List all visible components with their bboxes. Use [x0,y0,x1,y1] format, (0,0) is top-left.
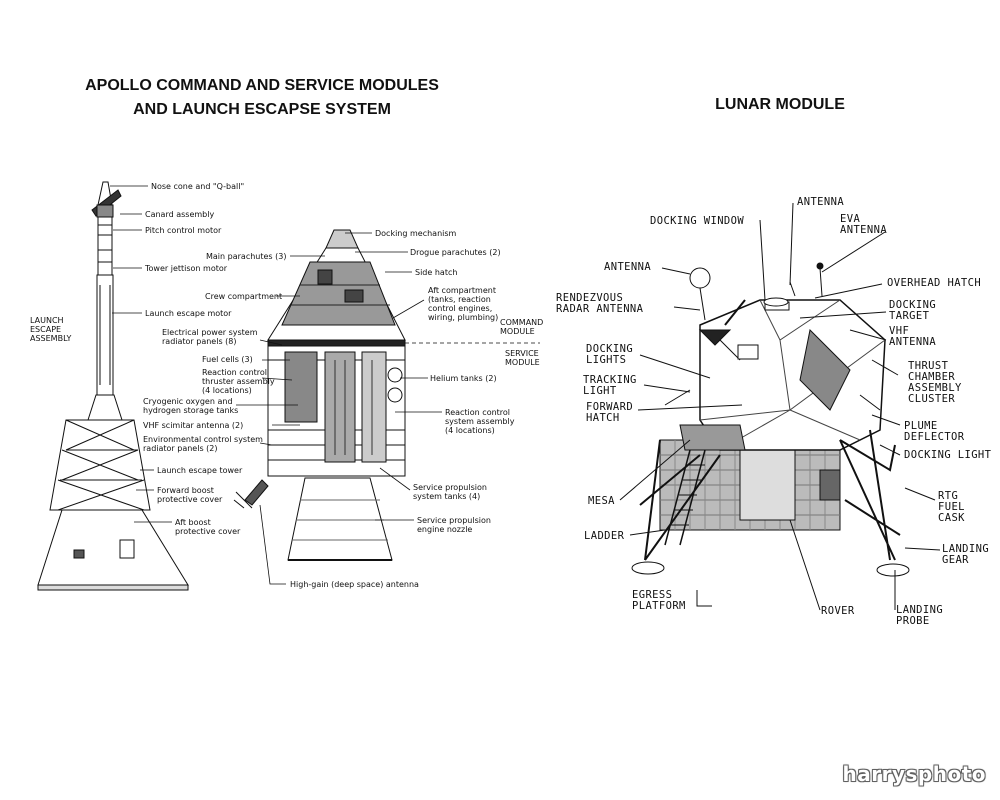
label-high-gain-antenna: High-gain (deep space) antenna [290,580,419,589]
label-tracking-light-2: LIGHT [583,385,617,397]
csm-title-line-1: APOLLO COMMAND AND SERVICE MODULES [85,77,439,94]
label-eva-antenna-2: ANTENNA [840,224,887,236]
label-fuel-cells: Fuel cells (3) [202,355,253,364]
label-drogue-parachutes: Drogue parachutes (2) [410,248,501,257]
label-vhf-antenna-1: VHF [889,325,909,337]
label-les-line-3: ASSEMBLY [30,334,71,343]
label-reaction-control-system-2: system assembly [445,417,515,426]
label-vhf-scimitar-antenna: VHF scimitar antenna (2) [143,421,243,430]
label-forward-boost-cover-2: protective cover [157,495,223,504]
label-ladder: LADDER [584,530,625,542]
watermark: harrysphoto [842,762,986,786]
label-launch-escape-motor: Launch escape motor [145,309,232,318]
label-service-module-2: MODULE [505,358,540,367]
label-egress-platform-1: EGRESS [632,589,672,601]
launch-escape-assembly-drawing [37,181,189,591]
label-aft-boost-cover-2: protective cover [175,527,241,536]
label-thrust-chamber-4: CLUSTER [908,393,955,405]
label-landing-gear-2: GEAR [942,554,969,566]
label-forward-boost-cover-1: Forward boost [157,486,214,495]
label-rtg-fuel-cask-1: RTG [938,490,958,502]
label-plume-deflector-2: DEFLECTOR [904,431,965,443]
label-reaction-control-thruster-3: (4 locations) [202,386,252,395]
label-mesa: MESA [588,495,615,507]
label-thrust-chamber-3: ASSEMBLY [908,382,962,394]
label-sps-tanks-2: system tanks (4) [413,492,480,501]
label-rendezvous-radar-1: RENDEZVOUS [556,292,623,304]
label-rendezvous-radar-2: RADAR ANTENNA [556,303,644,315]
label-rover: ROVER [821,605,855,617]
label-ecs-radiator-1: Environmental control system [143,435,263,444]
label-helium-tanks: Helium tanks (2) [430,374,497,383]
label-rtg-fuel-cask-3: CASK [938,512,965,524]
label-cryogenic-tanks-2: hydrogen storage tanks [143,406,238,415]
label-docking-target-1: DOCKING [889,299,936,311]
lm-title: LUNAR MODULE [715,96,845,113]
label-eps-radiator-2: radiator panels (8) [162,337,237,346]
label-reaction-control-thruster-2: thruster assembly [202,377,275,386]
label-aft-compartment-2: (tanks, reaction [428,295,491,304]
label-lm-antenna-left: ANTENNA [604,261,651,273]
label-reaction-control-system-1: Reaction control [445,408,510,417]
label-tower-jettison-motor: Tower jettison motor [144,264,228,273]
label-aft-compartment-1: Aft compartment [428,286,496,295]
label-aft-boost-cover-1: Aft boost [175,518,211,527]
label-les-line-2: ESCAPE [30,325,61,334]
label-thrust-chamber-2: CHAMBER [908,371,955,383]
label-main-parachutes: Main parachutes (3) [206,252,286,261]
csm-title: APOLLO COMMAND AND SERVICE MODULES AND L… [60,74,464,122]
label-eps-radiator-1: Electrical power system [162,328,258,337]
label-docking-target-2: TARGET [889,310,930,322]
label-pitch-control-motor: Pitch control motor [145,226,222,235]
label-forward-hatch-2: HATCH [586,412,620,424]
label-thrust-chamber-1: THRUST [908,360,949,372]
label-canard-assembly: Canard assembly [145,210,214,219]
label-landing-probe-2: PROBE [896,615,930,627]
label-overhead-hatch: OVERHEAD HATCH [887,277,981,289]
label-side-hatch: Side hatch [415,268,457,277]
label-docking-window: DOCKING WINDOW [650,215,744,227]
label-launch-escape-tower: Launch escape tower [157,466,243,475]
csm-title-line-2: AND LAUNCH ESCAPSE SYSTEM [133,101,391,118]
label-docking-lights-1: DOCKING [586,343,633,355]
label-reaction-control-thruster-1: Reaction control [202,368,267,377]
lm-leader-lines [619,202,941,611]
label-ecs-radiator-2: radiator panels (2) [143,444,218,453]
lunar-module-drawing [631,262,910,577]
label-rtg-fuel-cask-2: FUEL [938,501,965,513]
label-aft-compartment-4: wiring, plumbing) [428,313,498,322]
label-reaction-control-system-3: (4 locations) [445,426,495,435]
label-plume-deflector-1: PLUME [904,420,938,432]
label-tracking-light-1: TRACKING [583,374,637,386]
label-egress-platform-2: PLATFORM [632,600,686,612]
label-vhf-antenna-2: ANTENNA [889,336,936,348]
label-landing-probe-1: LANDING [896,604,943,616]
label-les-line-1: LAUNCH [30,316,64,325]
label-forward-hatch-1: FORWARD [586,401,633,413]
label-landing-gear-1: LANDING [942,543,989,555]
label-sps-tanks-1: Service propulsion [413,483,487,492]
label-docking-light: DOCKING LIGHT [904,449,992,461]
label-lm-antenna-top: ANTENNA [797,196,844,208]
label-docking-lights-2: LIGHTS [586,354,626,366]
label-cryogenic-tanks-1: Cryogenic oxygen and [143,397,233,406]
label-sps-nozzle-1: Service propulsion [417,516,491,525]
command-module-drawing [267,229,406,347]
label-nose-cone: Nose cone and "Q-ball" [151,182,244,191]
label-eva-antenna-1: EVA [840,213,860,225]
label-command-module-1: COMMAND [500,318,543,327]
label-crew-compartment: Crew compartment [205,292,282,301]
label-command-module-2: MODULE [500,327,535,336]
label-sps-nozzle-2: engine nozzle [417,525,472,534]
service-module-drawing [233,345,406,561]
label-aft-compartment-3: control engines, [428,304,492,313]
csm-leader-lines [110,185,540,585]
label-service-module-1: SERVICE [505,349,539,358]
label-docking-mechanism: Docking mechanism [375,229,457,238]
